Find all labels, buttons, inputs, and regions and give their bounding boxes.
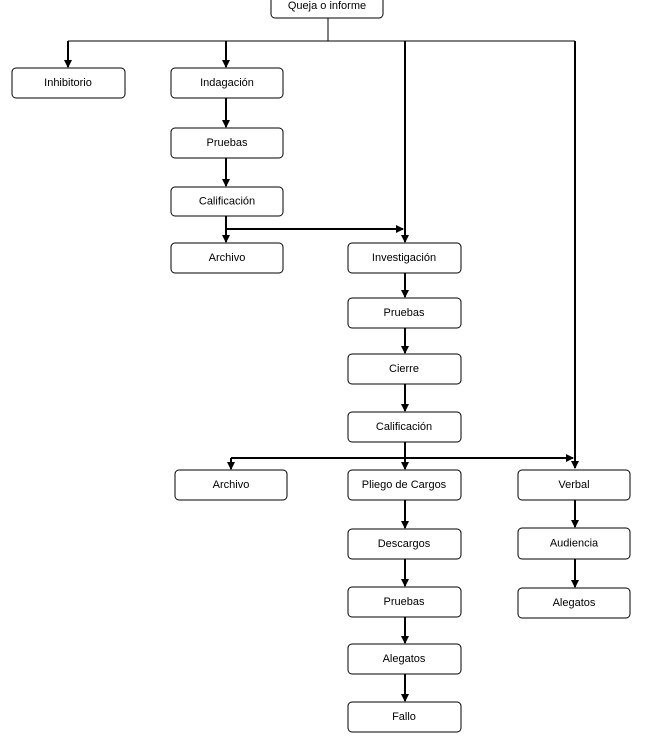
node-pruebas-1-label: Pruebas xyxy=(207,137,248,149)
node-calificacion-2-label: Calificación xyxy=(376,421,432,433)
node-archivo-2: Archivo xyxy=(174,469,288,501)
node-pruebas-1: Pruebas xyxy=(170,127,284,159)
node-pruebas-2-label: Pruebas xyxy=(384,307,425,319)
node-alegatos-label: Alegatos xyxy=(383,653,426,665)
node-queja: Queja o informe xyxy=(270,0,384,19)
node-archivo-1: Archivo xyxy=(170,242,284,274)
node-audiencia-label: Audiencia xyxy=(550,538,599,550)
node-alegatos-verbal-label: Alegatos xyxy=(553,597,596,609)
node-pruebas-3-label: Pruebas xyxy=(384,596,425,608)
node-queja-label: Queja o informe xyxy=(288,0,366,12)
node-calificacion-1: Calificación xyxy=(170,186,284,217)
node-cierre-label: Cierre xyxy=(389,363,419,375)
node-fallo-label: Fallo xyxy=(392,711,416,723)
node-archivo-2-label: Archivo xyxy=(213,479,250,491)
node-descargos: Descargos xyxy=(347,528,462,560)
node-pliego-label: Pliego de Cargos xyxy=(362,479,447,491)
connectors xyxy=(64,18,579,702)
node-alegatos-verbal: Alegatos xyxy=(517,587,631,619)
node-verbal: Verbal xyxy=(517,469,631,501)
node-archivo-1-label: Archivo xyxy=(209,252,246,264)
node-inhibitorio: Inhibitorio xyxy=(11,67,126,99)
node-indagacion: Indagación xyxy=(170,67,284,99)
node-inhibitorio-label: Inhibitorio xyxy=(44,77,92,89)
node-calificacion-2: Calificación xyxy=(347,411,462,443)
node-indagacion-label: Indagación xyxy=(200,77,254,89)
node-verbal-label: Verbal xyxy=(558,479,589,491)
node-investigacion: Investigación xyxy=(347,242,462,274)
node-descargos-label: Descargos xyxy=(378,538,431,550)
node-alegatos: Alegatos xyxy=(347,643,462,675)
node-cierre: Cierre xyxy=(347,353,462,385)
node-audiencia: Audiencia xyxy=(517,527,631,560)
node-pliego: Pliego de Cargos xyxy=(347,469,462,501)
node-fallo: Fallo xyxy=(347,701,462,733)
node-calificacion-1-label: Calificación xyxy=(199,196,255,208)
node-pruebas-3: Pruebas xyxy=(347,586,462,618)
node-pruebas-2: Pruebas xyxy=(347,297,462,329)
node-investigacion-label: Investigación xyxy=(372,252,436,264)
